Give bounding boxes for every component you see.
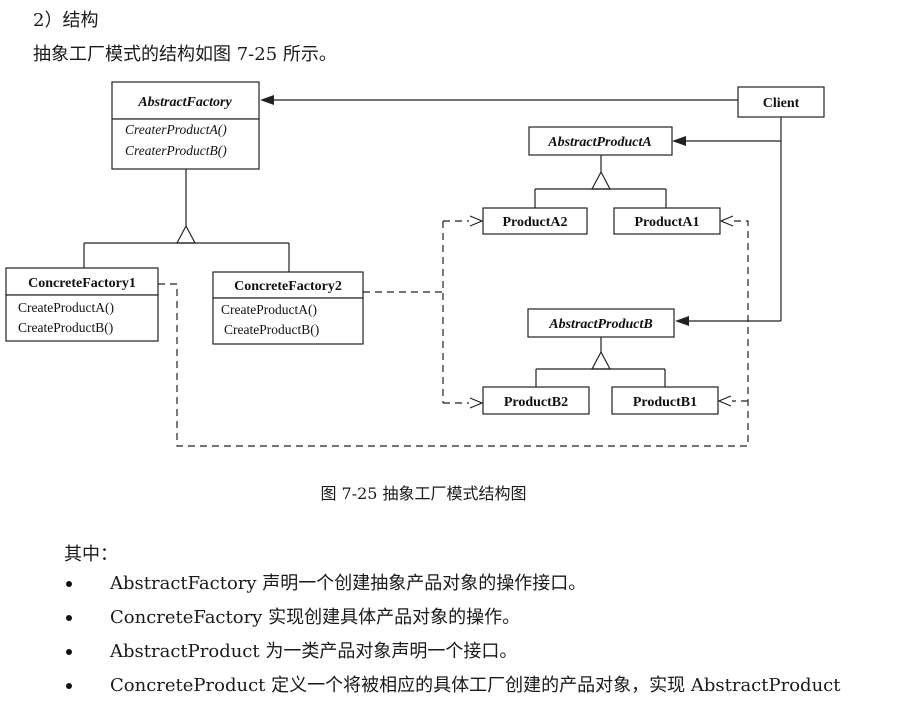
- product-a-inheritance: [534, 155, 667, 208]
- product-a1-class: ProductA1: [613, 207, 721, 235]
- factory1-creates-link: [158, 215, 749, 447]
- bullet-icon: [66, 649, 72, 655]
- intro-text: 抽象工厂模式的结构如图 7-25 所示。: [33, 44, 337, 65]
- abstract-factory-name: AbstractFactory: [137, 95, 232, 110]
- client-class: Client: [737, 86, 825, 118]
- abstract-product-a-name: AbstractProductA: [547, 135, 651, 150]
- concrete-factory1-op-a: CreateProductA(): [18, 300, 114, 315]
- factory2-creates-link: [363, 215, 484, 409]
- client-name: Client: [763, 96, 800, 111]
- list-item-text: AbstractFactory 声明一个创建抽象产品对象的操作接口。: [110, 573, 587, 594]
- client-to-products-link: [672, 117, 782, 326]
- product-b1-class: ProductB1: [611, 386, 719, 415]
- list-item-text: ConcreteProduct 定义一个将被相应的具体工厂创建的产品对象，实现 …: [110, 675, 841, 696]
- product-a2-name: ProductA2: [502, 215, 567, 230]
- concrete-factory2-op-a: CreateProductA(): [221, 302, 317, 317]
- factory-inheritance: [83, 169, 290, 272]
- concrete-factory2-op-b: CreateProductB(): [224, 322, 319, 337]
- bullet-icon: [66, 683, 72, 689]
- product-b-inheritance: [535, 337, 666, 387]
- abstract-factory-class-diagram: AbstractFactory CreaterProductA() Create…: [5, 81, 825, 447]
- product-b1-name: ProductB1: [633, 395, 697, 410]
- where-label: 其中：: [64, 544, 118, 565]
- concrete-factory1-name: ConcreteFactory1: [28, 276, 136, 291]
- abstract-factory-op-b: CreaterProductB(): [125, 143, 227, 158]
- list-item-text: AbstractProduct 为一类产品对象声明一个接口。: [110, 641, 518, 662]
- product-a2-class: ProductA2: [482, 207, 588, 235]
- bullet-icon: [66, 581, 72, 587]
- concrete-factory1-class: ConcreteFactory1 CreateProductA() Create…: [5, 267, 159, 342]
- list-item: ConcreteProduct 定义一个将被相应的具体工厂创建的产品对象，实现 …: [62, 674, 840, 708]
- abstract-product-b-class: AbstractProductB: [527, 308, 675, 338]
- abstract-product-a-class: AbstractProductA: [528, 126, 673, 156]
- abstract-product-b-name: AbstractProductB: [548, 317, 652, 332]
- list-item: AbstractProduct 为一类产品对象声明一个接口。: [62, 640, 840, 674]
- figure-caption: 图 7-25 抽象工厂模式结构图: [320, 484, 527, 503]
- client-to-factory-link: [260, 95, 738, 105]
- product-b2-name: ProductB2: [504, 395, 568, 410]
- abstract-factory-class: AbstractFactory CreaterProductA() Create…: [111, 81, 260, 170]
- product-b2-class: ProductB2: [482, 386, 590, 415]
- concrete-factory2-name: ConcreteFactory2: [234, 279, 342, 294]
- list-item-text: ConcreteFactory 实现创建具体产品对象的操作。: [110, 607, 521, 628]
- list-item: ConcreteFactory 实现创建具体产品对象的操作。: [62, 606, 840, 640]
- abstract-factory-op-a: CreaterProductA(): [125, 122, 227, 137]
- concrete-factory1-op-b: CreateProductB(): [18, 320, 113, 335]
- list-item: AbstractFactory 声明一个创建抽象产品对象的操作接口。: [62, 572, 840, 606]
- definition-list: AbstractFactory 声明一个创建抽象产品对象的操作接口。 Concr…: [62, 572, 840, 708]
- concrete-factory2-class: ConcreteFactory2 CreateProductA() Create…: [212, 271, 364, 345]
- product-a1-name: ProductA1: [634, 215, 699, 230]
- section-heading: 2）结构: [33, 10, 99, 31]
- bullet-icon: [66, 615, 72, 621]
